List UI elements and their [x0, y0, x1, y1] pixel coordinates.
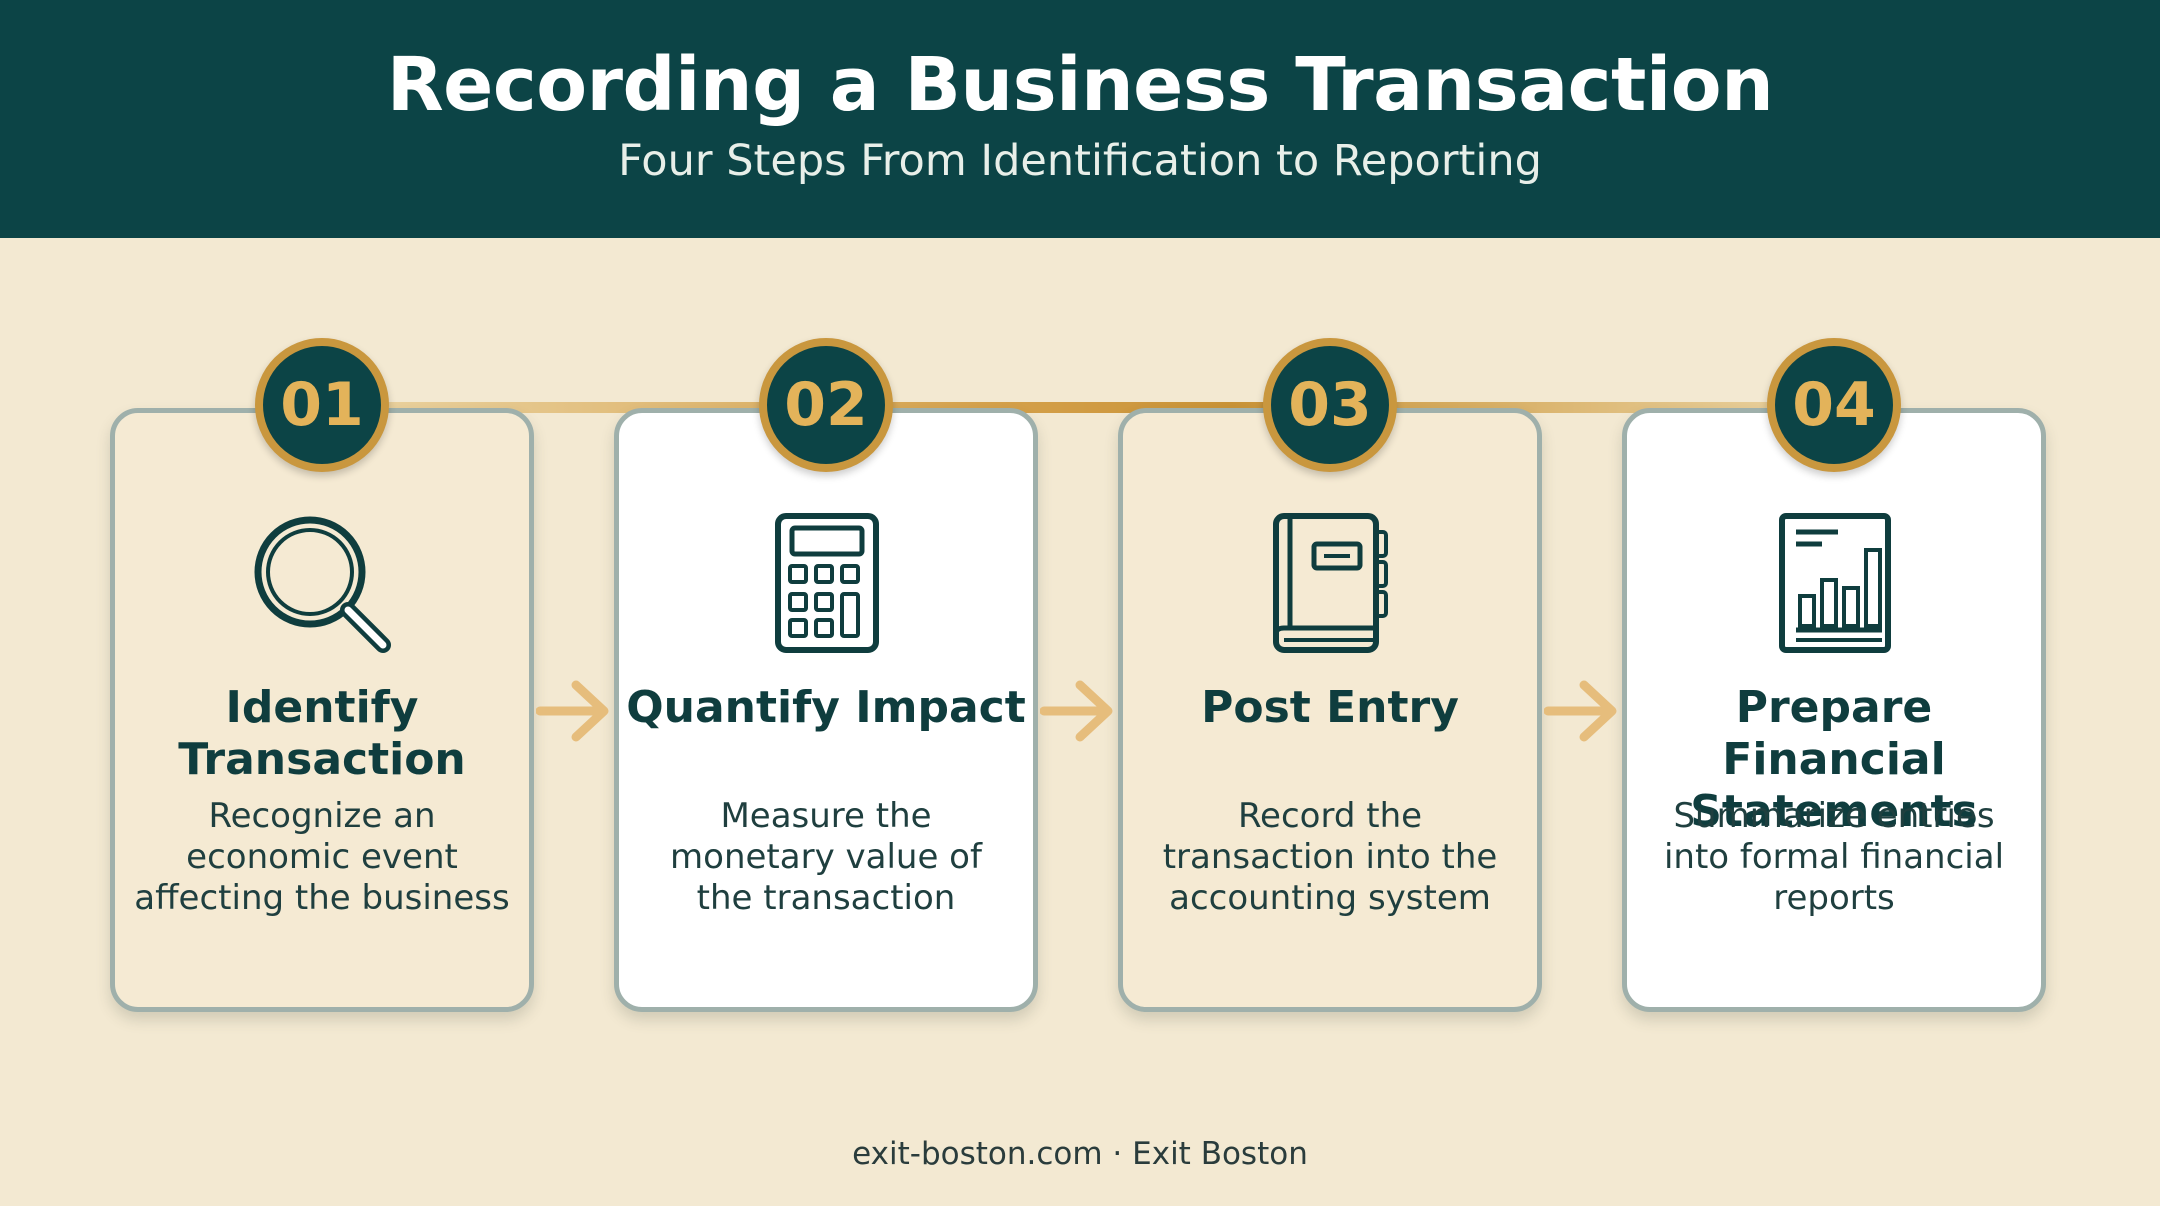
step-title-2: Quantify Impact [626, 682, 1026, 733]
page-subtitle: Four Steps From Identification to Report… [618, 136, 1542, 186]
step-card-1 [110, 408, 534, 1012]
step-description-4: Summarize entries into formal financial … [1663, 796, 2005, 918]
step-card-4 [1622, 408, 2046, 1012]
step-card-3 [1118, 408, 1542, 1012]
step-title-4: Prepare Financial Statements [1690, 682, 1978, 837]
step-badge-1: 01 [255, 338, 389, 472]
footer-credit: exit-boston.com · Exit Boston [852, 1136, 1308, 1172]
step-badge-4: 04 [1767, 338, 1901, 472]
timeline-connector [320, 402, 1840, 413]
step-description-3: Record the transaction into the accounti… [1162, 796, 1498, 918]
step-description-1: Recognize an economic event affecting th… [134, 796, 510, 918]
step-title-3: Post Entry [1201, 682, 1459, 733]
arrow-right-icon [1040, 680, 1113, 742]
header-banner: Recording a Business Transaction Four St… [0, 0, 2160, 238]
page-title: Recording a Business Transaction [386, 42, 1774, 128]
ledger-book-icon [1273, 513, 1388, 653]
arrow-right-icon [1544, 680, 1617, 742]
calculator-icon [775, 513, 879, 653]
step-badge-3: 03 [1263, 338, 1397, 472]
step-card-2 [614, 408, 1038, 1012]
report-chart-icon [1779, 513, 1891, 653]
step-title-1: Identify Transaction [178, 682, 466, 785]
step-badge-2: 02 [759, 338, 893, 472]
arrow-right-icon [536, 680, 609, 742]
magnifier-icon [254, 516, 391, 653]
step-description-2: Measure the monetary value of the transa… [670, 796, 982, 918]
